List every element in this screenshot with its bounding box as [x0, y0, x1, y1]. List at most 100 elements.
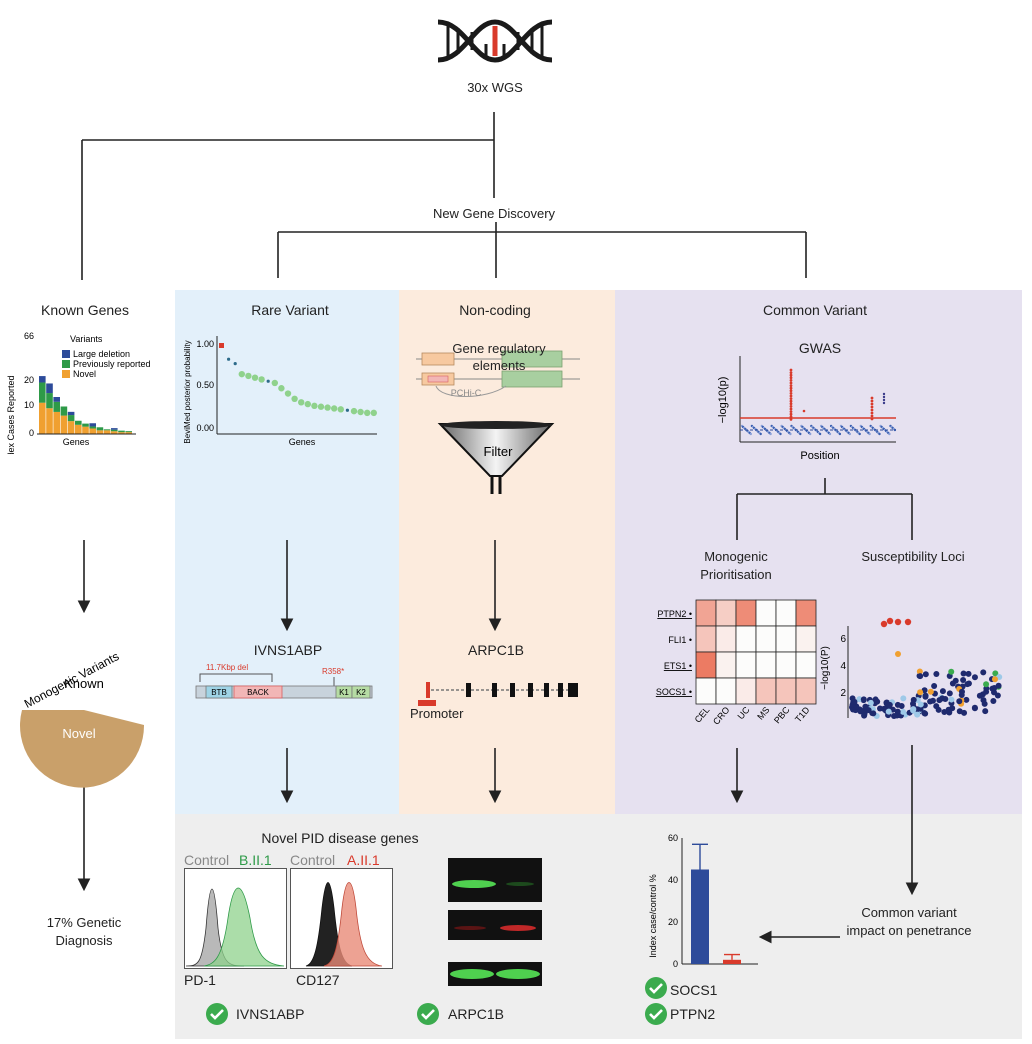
scatter-point — [927, 698, 934, 705]
pd1-flow-histogram — [184, 868, 287, 969]
bar — [691, 869, 709, 964]
scatter-point — [910, 696, 917, 703]
stacked-bar-deletion — [89, 423, 96, 427]
bevimed-point — [350, 407, 358, 415]
bevimed-point — [271, 379, 278, 387]
known-genes-bar-chart: # Index Cases Reported 66 20 10 0 Genes … — [6, 331, 151, 454]
stacked-bar-previous — [82, 423, 89, 427]
gwas-point — [882, 395, 886, 399]
heatmap-row-label: PTPN2 • — [657, 609, 692, 619]
check-label-arpc1b: ARPC1B — [448, 1006, 505, 1022]
bevimed-point — [337, 406, 344, 413]
heatmap-cell — [795, 599, 817, 627]
heatmap-row-label: ETS1 • — [664, 661, 692, 671]
stacked-bar-novel — [103, 430, 111, 434]
heatmap-cell — [775, 651, 797, 679]
scatter-point — [980, 697, 987, 704]
gwas-hit-point — [789, 368, 793, 372]
scatter-point — [983, 681, 990, 688]
heatmap-cell — [715, 677, 737, 705]
stacked-bar-novel — [82, 426, 89, 434]
known-genes-title: Known Genes — [41, 302, 129, 318]
stacked-bar-previous — [125, 431, 132, 433]
scatter-point — [948, 696, 955, 703]
scatter-point — [921, 687, 928, 694]
heatmap-cell — [735, 599, 757, 627]
gene-regulatory-elements-label: Gene regulatory elements — [452, 341, 546, 373]
heatmap-row-label: FLI1 • — [668, 635, 692, 645]
scatter-point — [971, 674, 978, 681]
heatmap-cell — [755, 599, 777, 627]
stacked-bar-previous — [118, 430, 125, 433]
known-genes-legend-title: Variants — [70, 334, 103, 344]
gwas-point — [818, 432, 822, 436]
scatter-point — [904, 618, 912, 626]
bar-ytick: 60 — [668, 833, 678, 843]
heatmap-col-label: MS — [755, 705, 771, 722]
scatter-point — [857, 708, 864, 715]
known-genes-xlabel: Genes — [63, 437, 90, 447]
gwas-title: GWAS — [798, 340, 842, 356]
legend-label-previously-reported: Previously reported — [73, 359, 151, 369]
stacked-bar-deletion — [111, 428, 118, 430]
stacked-bar-previous — [89, 426, 96, 429]
stacked-bar-previous — [53, 401, 60, 412]
gwas-point — [828, 432, 832, 436]
gwas-hit-point — [789, 410, 793, 413]
bevimed-point — [317, 403, 325, 410]
gwas-ylabel: −log10(p) — [717, 377, 729, 424]
scatter-point — [917, 701, 924, 708]
bevimed-point — [291, 395, 298, 402]
scatter-point — [956, 698, 963, 705]
stacked-bar-novel — [67, 421, 75, 434]
scatter-point — [964, 681, 971, 688]
ivns1abp-gene-label: IVNS1ABP — [253, 642, 323, 658]
stacked-bar-previous — [96, 427, 104, 431]
cd127-axis-label: CD127 — [296, 972, 340, 988]
common-variant-title: Common Variant — [762, 302, 867, 318]
check-icon — [645, 977, 667, 999]
gwas-hit-point — [789, 379, 793, 382]
arpc1b-gene-label: ARPC1B — [467, 642, 525, 658]
bar-ylabel: Index case/control % — [648, 874, 658, 958]
known-genes-ytick: 10 — [24, 400, 34, 410]
heatmap-cell — [695, 677, 717, 705]
stacked-bar-novel — [53, 411, 60, 434]
stacked-bar-previous — [67, 415, 75, 422]
bevimed-point — [251, 374, 259, 381]
scatter-point — [862, 703, 869, 710]
gwas-hit-point — [789, 399, 793, 403]
deletion-label: 11.7Kbp del — [206, 663, 248, 672]
bar-ytick: 0 — [673, 959, 678, 969]
gwas-hit-point — [870, 402, 874, 406]
bevimed-ytick: 1.00 — [196, 339, 214, 349]
scatter-point — [849, 695, 856, 702]
scatter-point — [917, 705, 924, 712]
scatter-point — [960, 670, 967, 677]
stacked-bar-novel — [39, 402, 46, 434]
pie-known-label: Known — [64, 676, 104, 691]
scatter-point — [927, 688, 934, 695]
heatmap-col-label: T1D — [793, 704, 812, 724]
gwas-hit-point — [870, 411, 874, 415]
gwas-hit-point — [870, 396, 874, 400]
scatter-point — [946, 690, 953, 697]
stacked-bar-novel — [89, 428, 96, 434]
flow-case-label-2: A.II.1 — [347, 852, 380, 868]
gwas-point — [878, 432, 881, 436]
stacked-bar-previous — [103, 429, 111, 431]
scatter-point — [922, 671, 929, 678]
scatter-point — [894, 701, 901, 708]
bevimed-ytick: 0.00 — [196, 423, 214, 433]
bevimed-point — [258, 376, 265, 383]
scatter-point — [867, 699, 874, 706]
stacked-bar-novel — [46, 408, 53, 434]
bevimed-point — [298, 399, 305, 406]
stacked-bar-novel — [96, 430, 104, 434]
heatmap-row-label: SOCS1 • — [656, 687, 692, 697]
domain-k2: K2 — [356, 688, 366, 697]
scatter-point — [991, 676, 998, 683]
novel-pid-title: Novel PID disease genes — [261, 830, 419, 846]
